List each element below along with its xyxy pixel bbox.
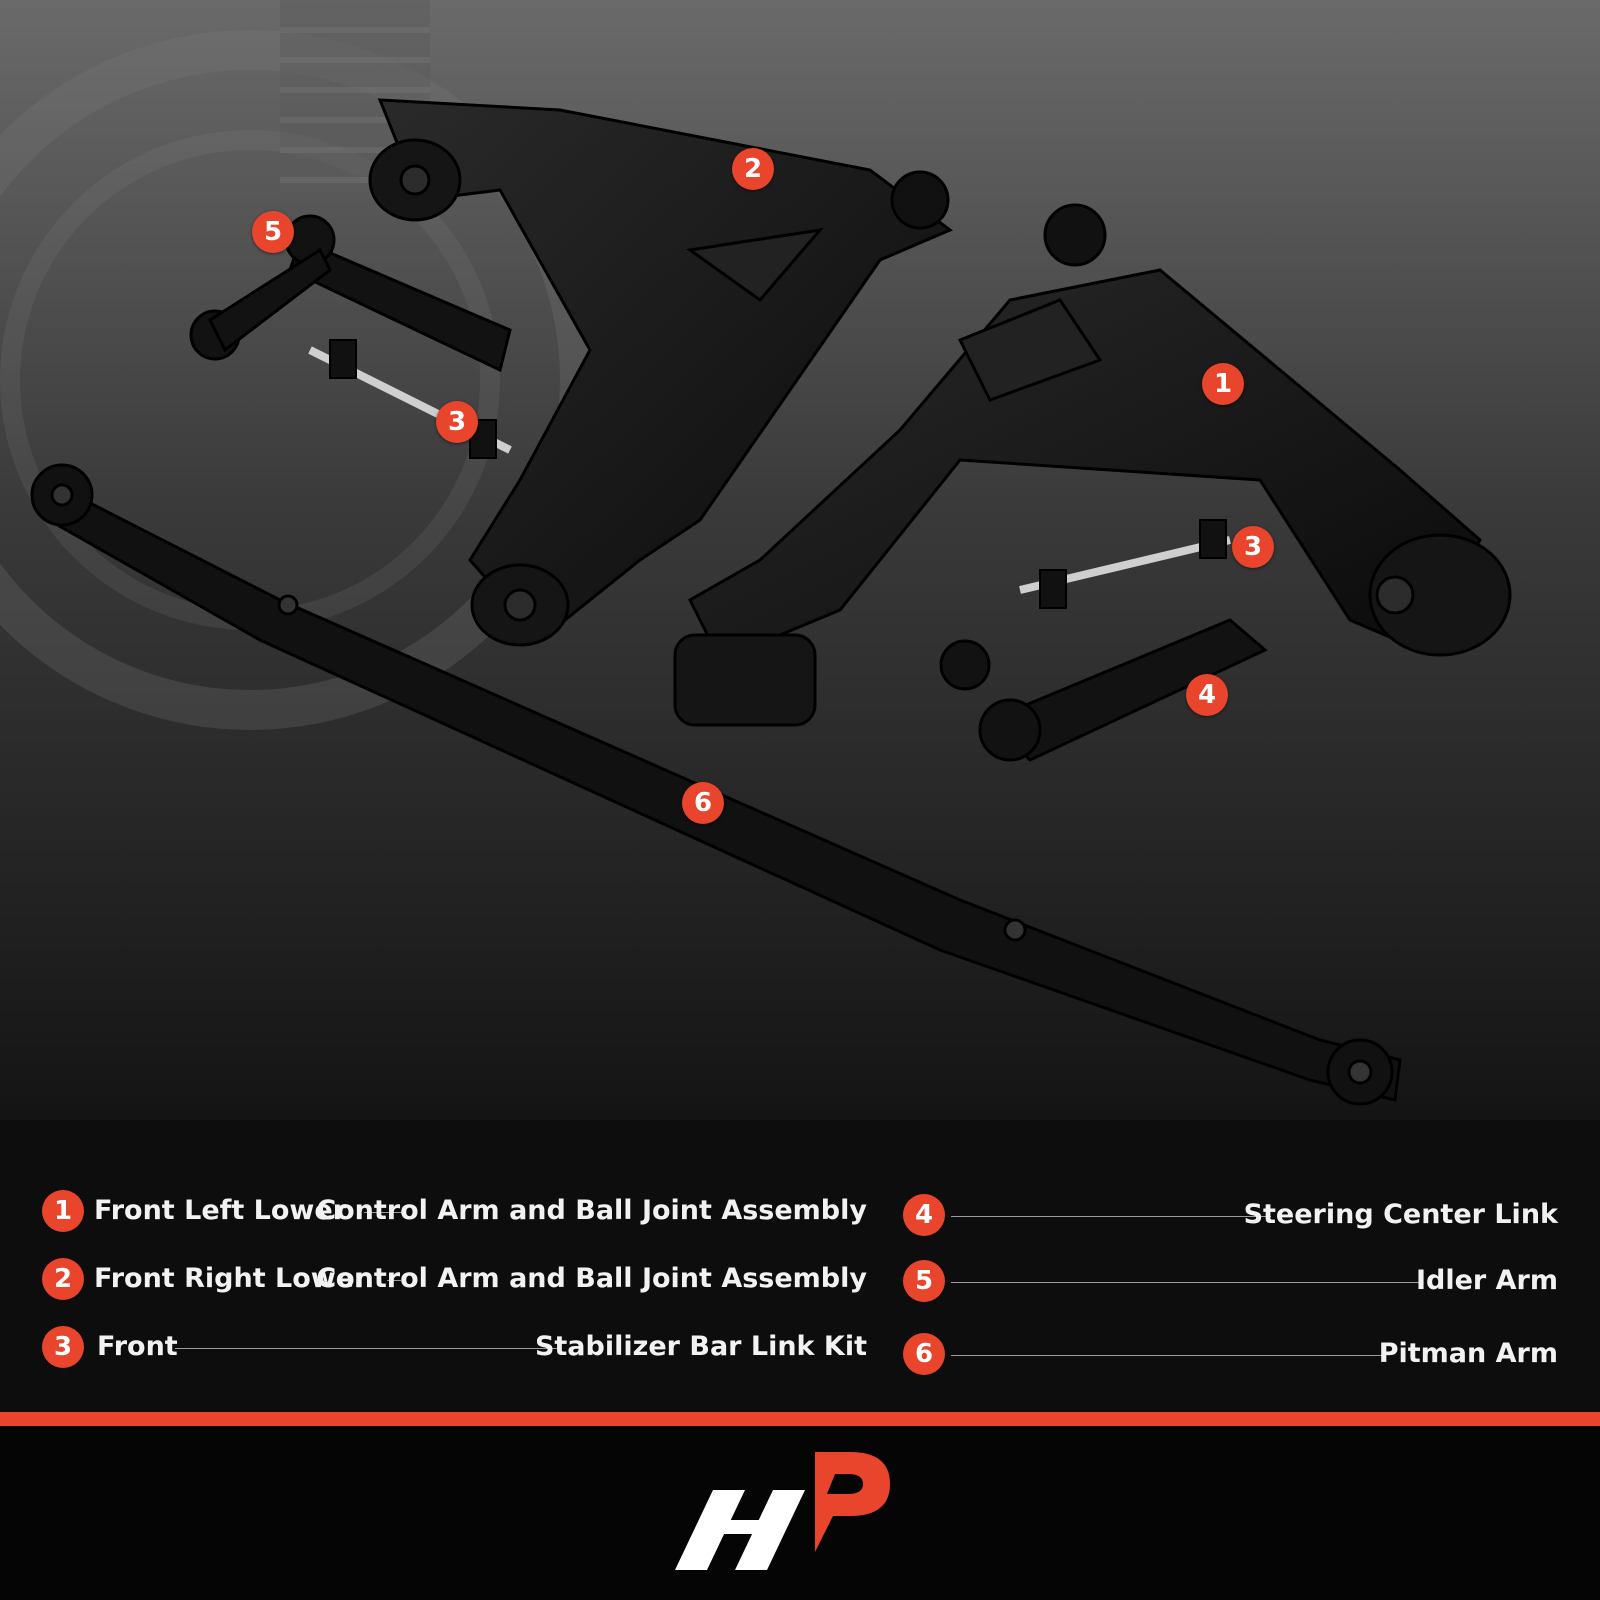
center-link-part [30,463,1402,1106]
legend-item-2: 2 Front Right Lower Control Arm and Ball… [42,1258,867,1302]
control-arm-left [673,203,1512,727]
legend-part-name: Control Arm and Ball Joint Assembly [316,1195,867,1226]
legend-item-1: 1 Front Left Lower Control Arm and Ball … [42,1190,867,1234]
legend-number: 2 [42,1258,84,1300]
legend-part-name: Stabilizer Bar Link Kit [534,1331,867,1362]
control-arm-right [368,98,953,647]
steering-arm-part [939,618,1268,762]
legend-divider [175,1348,557,1349]
legend-number: 5 [903,1260,945,1302]
accent-stripe [0,1412,1600,1426]
legend-part-position: Front [97,1331,178,1362]
brand-logo [675,1452,890,1570]
legend-divider [951,1282,1421,1283]
footer [0,1426,1600,1600]
legend-number: 6 [903,1333,945,1375]
legend-part-name: Control Arm and Ball Joint Assembly [316,1263,867,1294]
legend-divider [951,1355,1383,1356]
legend-number: 3 [42,1326,84,1368]
legend-part-name: Steering Center Link [1243,1199,1558,1230]
callout-badge-4: 4 [1186,674,1228,716]
callout-badge-1: 1 [1202,363,1244,405]
callout-badge-2: 2 [732,148,774,190]
legend-item-4: 4 Steering Center Link [903,1194,1558,1238]
callout-badge-5: 5 [252,211,294,253]
legend-divider [387,1280,401,1281]
legend-number: 1 [42,1190,84,1232]
legend-part-position: Front Left Lower [94,1195,347,1226]
legend-divider [364,1212,402,1213]
callout-badge-6: 6 [682,782,724,824]
idler-arm-part [189,214,512,373]
legend-part-name: Idler Arm [1415,1265,1558,1296]
stabilizer-link-lower [1019,519,1231,609]
legend-part-position: Front Right Lower [94,1263,368,1294]
legend-divider [951,1216,1271,1217]
callout-badge-3b: 3 [1232,526,1274,568]
legend-item-3: 3 Front Stabilizer Bar Link Kit [42,1326,867,1370]
legend-item-5: 5 Idler Arm [903,1260,1558,1304]
product-photo [0,0,1600,1120]
callout-badge-3a: 3 [436,401,478,443]
legend-number: 4 [903,1194,945,1236]
legend-part-name: Pitman Arm [1378,1338,1558,1369]
legend-item-6: 6 Pitman Arm [903,1333,1558,1377]
